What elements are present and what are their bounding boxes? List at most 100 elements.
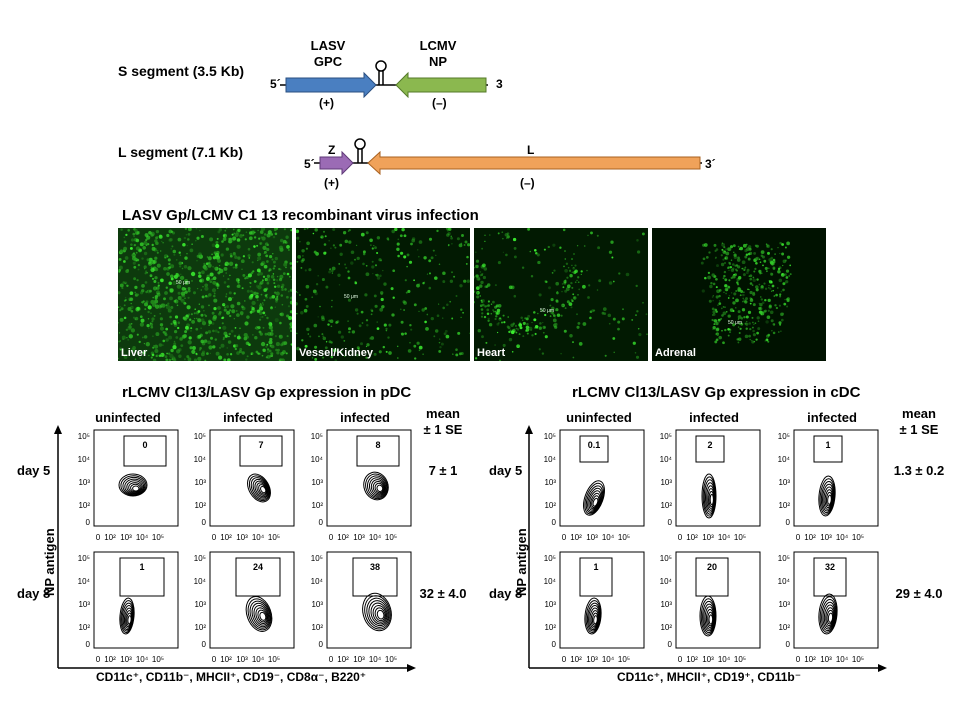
fluorescence-speck [566, 284, 571, 289]
fluorescence-speck [189, 248, 194, 253]
fluorescence-speck [721, 242, 724, 244]
micro-label-kidney: Vessel/Kidney [299, 347, 373, 359]
fluorescence-speck [510, 330, 515, 335]
y-tick-label: 10² [544, 623, 556, 632]
fluorescence-speck [225, 295, 228, 298]
fluorescence-speck [495, 315, 498, 318]
fluorescence-speck [203, 309, 205, 312]
fluorescence-speck [736, 258, 741, 262]
fluorescence-speck [562, 286, 565, 289]
fluorescence-speck [296, 260, 299, 263]
fluorescence-speck [202, 286, 204, 288]
fluorescence-speck [211, 243, 216, 247]
fluorescence-speck [771, 330, 773, 332]
fluorescence-speck [187, 286, 191, 291]
fluorescence-speck [134, 228, 138, 233]
fluorescence-speck [148, 230, 152, 235]
fluorescence-speck [356, 312, 359, 315]
fluorescence-speck [705, 256, 709, 259]
fluorescence-speck [535, 251, 538, 255]
fluorescence-speck [212, 345, 216, 349]
fluorescence-speck [571, 271, 573, 273]
fluorescence-speck [121, 287, 124, 290]
fluorescence-speck [608, 281, 613, 285]
fluorescence-speck [741, 260, 746, 265]
fluorescence-speck [208, 345, 213, 350]
fluorescence-speck [483, 267, 488, 271]
fluorescence-speck [765, 320, 769, 324]
fluorescence-speck [754, 267, 757, 271]
contour-lines [247, 473, 271, 503]
fluorescence-speck [747, 252, 751, 256]
fluorescence-speck [289, 322, 292, 327]
fluorescence-speck [136, 278, 139, 282]
fluorescence-speck [408, 260, 413, 264]
fluorescence-speck [755, 257, 759, 261]
fluorescence-speck [208, 304, 210, 307]
fluorescence-speck [177, 281, 181, 284]
fluorescence-speck [749, 338, 751, 341]
fluorescence-speck [618, 272, 621, 275]
fluorescence-speck [356, 354, 359, 357]
fluorescence-speck [169, 315, 172, 319]
fluorescence-speck [777, 331, 780, 333]
fluorescence-speck [474, 300, 475, 304]
fluorescence-speck [160, 352, 165, 358]
fluorescence-speck [213, 294, 216, 298]
fluorescence-speck [288, 275, 291, 278]
fluorescence-speck [771, 284, 775, 288]
fluorescence-speck [201, 321, 207, 326]
fluorescence-speck [765, 339, 768, 342]
fluorescence-speck [553, 269, 556, 272]
cdc-title: rLCMV Cl13/LASV Gp expression in cDC [572, 384, 861, 401]
fluorescence-speck [145, 290, 148, 294]
fluorescence-speck [711, 307, 715, 311]
fluorescence-speck [233, 292, 236, 295]
fluorescence-speck [556, 313, 561, 317]
fluorescence-speck [226, 347, 229, 349]
fluorescence-speck [382, 269, 384, 272]
fluorescence-speck [160, 353, 162, 356]
fluorescence-speck [785, 280, 789, 284]
fluorescence-speck [728, 269, 730, 272]
fluorescence-speck [487, 300, 490, 303]
fluorescence-speck [752, 321, 754, 324]
fluorescence-speck [323, 243, 327, 246]
fluorescence-speck [714, 308, 718, 312]
fluorescence-speck [769, 287, 772, 290]
fluorescence-speck [165, 358, 169, 361]
fluorescence-speck [189, 346, 193, 350]
fluorescence-speck [256, 268, 261, 273]
fluorescence-speck [411, 237, 416, 241]
fluorescence-speck [169, 353, 174, 359]
y-tick-label: 10⁴ [544, 577, 557, 586]
fluorescence-speck [534, 332, 537, 336]
contour-lines [818, 475, 836, 517]
fluorescence-speck [288, 315, 292, 321]
fluorescence-speck [763, 259, 767, 263]
fluorescence-speck [749, 282, 753, 285]
fluorescence-speck [607, 313, 612, 318]
x-tick-label: 10² [570, 655, 582, 664]
plot-frame [675, 429, 761, 527]
fluorescence-speck [241, 305, 244, 309]
fluorescence-speck [383, 282, 387, 286]
fluorescence-speck [207, 263, 212, 268]
fluorescence-speck [755, 338, 758, 341]
fluorescence-speck [118, 265, 123, 270]
fluorescence-speck [312, 232, 315, 235]
fluorescence-speck [770, 248, 773, 251]
fluorescence-speck [400, 251, 404, 255]
fluorescence-speck [172, 357, 176, 361]
fluorescence-speck [139, 291, 144, 295]
fluorescence-speck [185, 314, 189, 318]
pdc-col-infected-1: infected [223, 410, 273, 425]
fluorescence-speck [279, 268, 282, 271]
fluorescence-speck [218, 346, 222, 349]
fluorescence-speck [252, 334, 254, 336]
fluorescence-speck [193, 317, 196, 320]
x-tick-label: 0 [212, 533, 217, 542]
cdc-mean-day8: 29 ± 4.0 [895, 586, 943, 601]
x-tick-label: 10³ [702, 533, 714, 542]
fluorescence-speck [718, 300, 721, 302]
